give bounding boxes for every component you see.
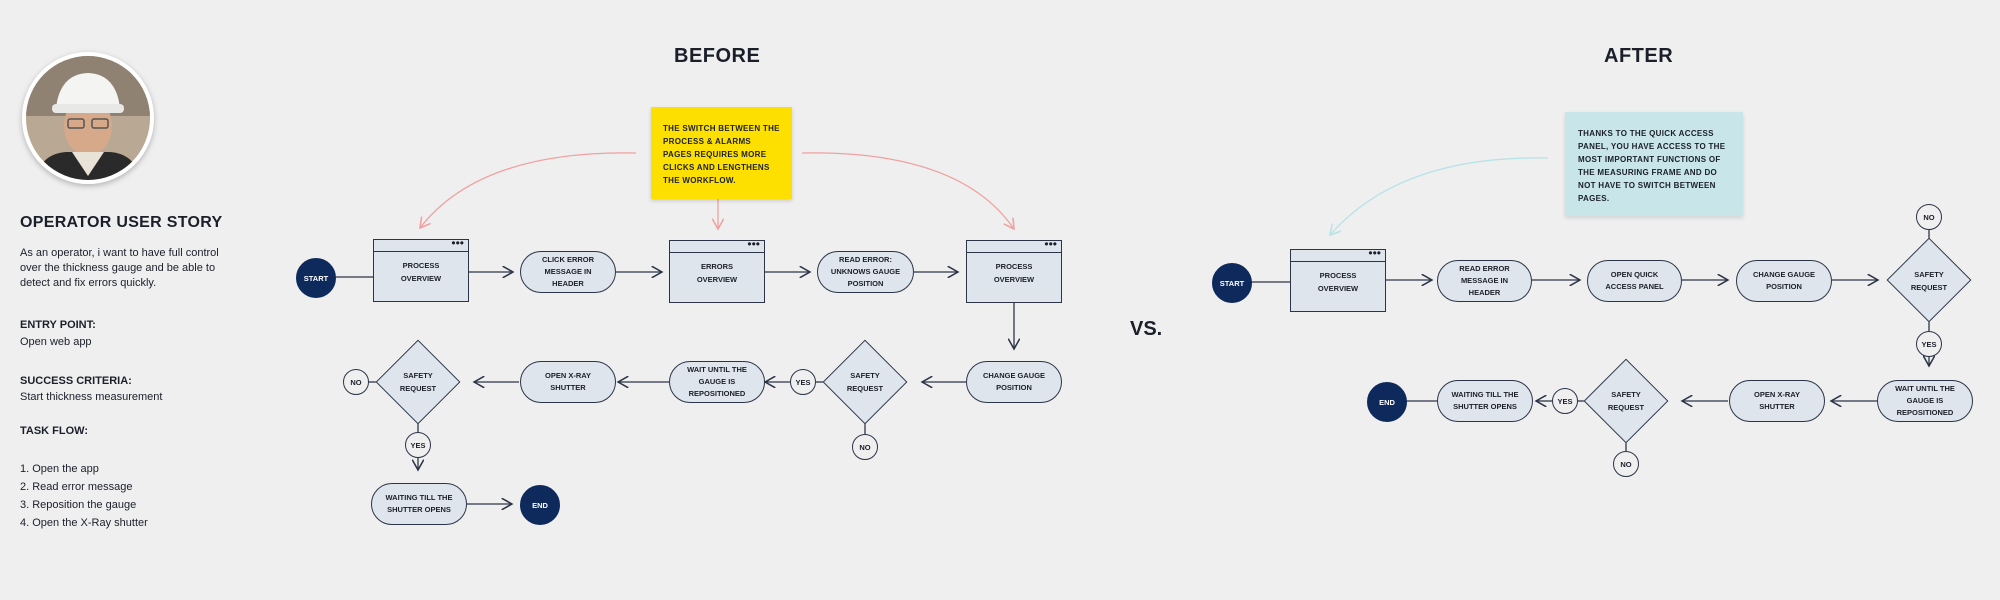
- user-story-text: As an operator, i want to have full cont…: [20, 247, 219, 289]
- success-criteria-label: SUCCESS CRITERIA:: [20, 375, 132, 387]
- task-flow-label: TASK FLOW:: [20, 425, 89, 437]
- decision-label: SAFETY REQUEST: [1607, 390, 1645, 412]
- before-title: BEFORE: [674, 45, 761, 67]
- window-label: ERRORS OVERVIEW: [696, 262, 738, 284]
- decision-label: SAFETY REQUEST: [399, 371, 437, 393]
- task-item: 2. Read error message: [20, 481, 133, 493]
- decision-label: SAFETY REQUEST: [1910, 270, 1948, 292]
- after-no-node-bottom: NO: [1613, 451, 1639, 477]
- before-wait-step: WAIT UNTIL THE GAUGE IS REPOSITIONED: [669, 361, 765, 403]
- before-no-node-2: NO: [343, 369, 369, 395]
- user-story-title: OPERATOR USER STORY: [20, 214, 223, 231]
- decision-label: SAFETY REQUEST: [846, 371, 884, 393]
- task-item: 3. Reposition the gauge: [20, 499, 137, 511]
- before-process-overview-window-2: ••• PROCESS OVERVIEW: [966, 237, 1062, 303]
- window-label: PROCESS OVERVIEW: [400, 261, 442, 283]
- window-label: PROCESS OVERVIEW: [1317, 271, 1359, 293]
- after-sticky-note: THANKS TO THE QUICK ACCESS PANEL, YOU HA…: [1565, 112, 1743, 216]
- operator-avatar: [22, 52, 154, 184]
- after-end-node: END: [1367, 382, 1407, 422]
- task-item: 1. Open the app: [20, 463, 99, 475]
- before-errors-overview-window: ••• ERRORS OVERVIEW: [669, 237, 765, 303]
- before-click-error-step: CLICK ERROR MESSAGE IN HEADER: [520, 251, 616, 293]
- after-change-gauge-step: CHANGE GAUGE POSITION: [1736, 260, 1832, 302]
- window-dots-icon: •••: [747, 237, 760, 251]
- before-sticky-note: THE SWITCH BETWEEN THE PROCESS & ALARMS …: [651, 107, 792, 199]
- window-dots-icon: •••: [1368, 246, 1381, 260]
- before-end-node: END: [520, 485, 560, 525]
- before-change-gauge-step: CHANGE GAUGE POSITION: [966, 361, 1062, 403]
- entry-point-value: Open web app: [20, 336, 92, 348]
- before-read-error-step: READ ERROR: UNKNOWS GAUGE POSITION: [817, 251, 914, 293]
- after-waiting-shutter-step: WAITING TILL THE SHUTTER OPENS: [1437, 380, 1533, 422]
- before-no-node-1: NO: [852, 434, 878, 460]
- after-read-error-step: READ ERROR MESSAGE IN HEADER: [1437, 260, 1532, 302]
- after-yes-node-2: YES: [1552, 388, 1578, 414]
- before-open-xray-step: OPEN X-RAY SHUTTER: [520, 361, 616, 403]
- after-yes-node-1: YES: [1916, 331, 1942, 357]
- after-title: AFTER: [1604, 45, 1674, 67]
- window-dots-icon: •••: [451, 236, 464, 250]
- window-dots-icon: •••: [1044, 237, 1057, 251]
- before-yes-node-2: YES: [405, 432, 431, 458]
- before-waiting-shutter-step: WAITING TILL THE SHUTTER OPENS: [371, 483, 467, 525]
- entry-point-label: ENTRY POINT:: [20, 319, 96, 331]
- before-yes-node-1: YES: [790, 369, 816, 395]
- before-process-overview-window: ••• PROCESS OVERVIEW: [373, 236, 469, 302]
- after-open-xray-step: OPEN X-RAY SHUTTER: [1729, 380, 1825, 422]
- before-start-node: START: [296, 258, 336, 298]
- success-criteria-value: Start thickness measurement: [20, 391, 163, 403]
- after-process-overview-window: ••• PROCESS OVERVIEW: [1290, 246, 1386, 312]
- after-start-node: START: [1212, 263, 1252, 303]
- after-wait-step: WAIT UNTIL THE GAUGE IS REPOSITIONED: [1877, 380, 1973, 422]
- window-label: PROCESS OVERVIEW: [993, 262, 1035, 284]
- task-item: 4. Open the X-Ray shutter: [20, 517, 148, 529]
- after-open-quick-access-step: OPEN QUICK ACCESS PANEL: [1587, 260, 1682, 302]
- vs-label: VS.: [1130, 318, 1163, 340]
- after-no-node-top: NO: [1916, 204, 1942, 230]
